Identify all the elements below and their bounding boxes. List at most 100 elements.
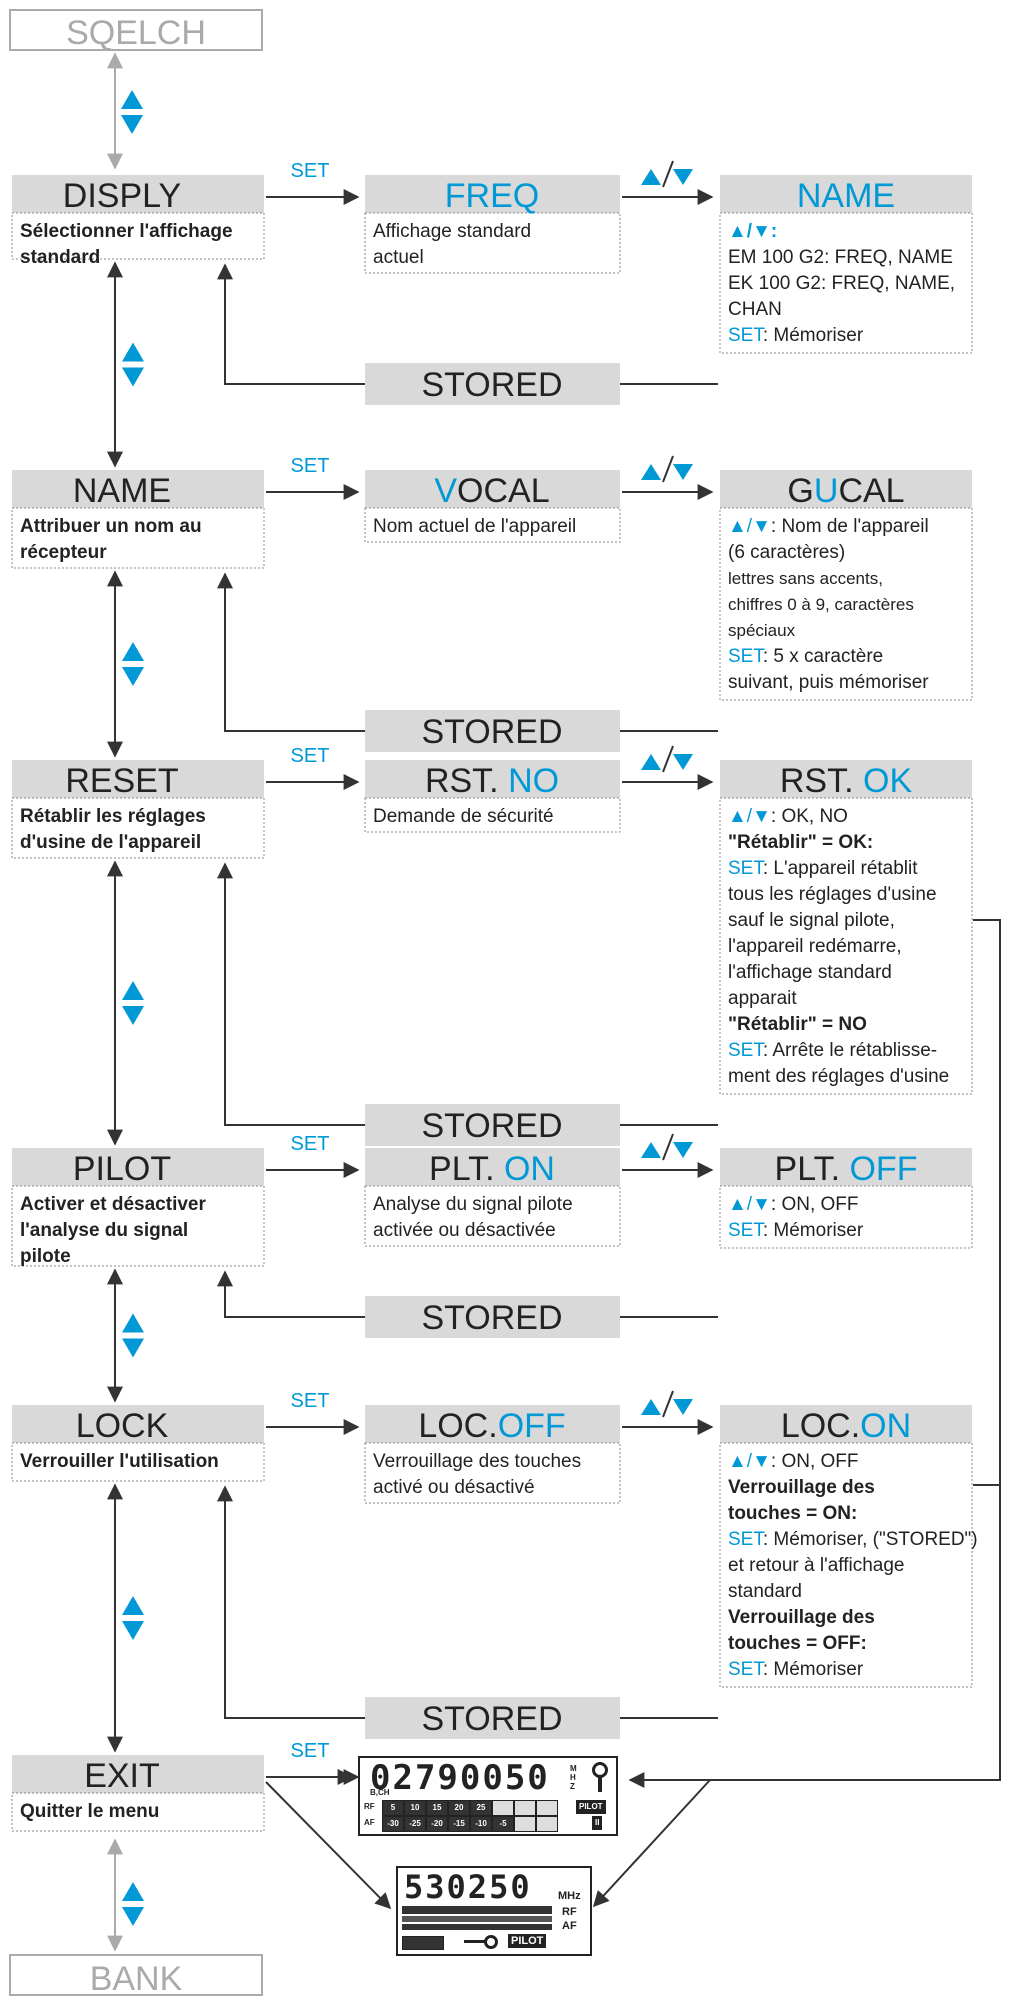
mid-title-pilot-part: ON (504, 1150, 555, 1188)
right-desc-lock-part: : Mémoriser (763, 1659, 864, 1680)
right-desc-lock: touches = OFF: (728, 1633, 867, 1654)
right-title-lock-part: LOC. (781, 1407, 860, 1445)
right-title-bg-pilot (720, 1148, 972, 1186)
display-af-label: AF (364, 1818, 375, 1827)
menu-title-bg-exit (12, 1755, 264, 1793)
mid-title-name: VOCAL (434, 472, 549, 510)
right-desc-reset: "Rétablir" = OK: (728, 832, 873, 853)
set-label-exit: SET (291, 1740, 330, 1762)
updown-reset-up-icon (641, 754, 661, 770)
right-desc-reset-part: : L'appareil rétablit (763, 858, 918, 879)
mid-desc-box-name (364, 507, 621, 543)
stored-label-lock: STORED (421, 1700, 562, 1738)
stored-return-reset (217, 862, 365, 1126)
mid-desc-display: actuel (373, 247, 424, 268)
right-desc-name-part: : Nom de l'appareil (771, 516, 929, 537)
right-desc-lock: Verrouillage des (728, 1607, 875, 1628)
nav-0-down-icon (122, 367, 144, 387)
right-desc-name-part: : 5 x caractère (763, 646, 883, 667)
right-desc-name: (6 caractères) (728, 542, 845, 563)
menu-title-display: DISPLY (63, 177, 181, 215)
menu-desc-box-pilot (11, 1185, 265, 1267)
updown-reset-down-icon (673, 754, 693, 770)
display-rf-label: RF (364, 1802, 375, 1811)
menu-title-bg-name (12, 470, 264, 508)
menu-desc-display: Sélectionner l'affichage (20, 221, 233, 242)
right-desc-reset: tous les réglages d'usine (728, 884, 937, 905)
right-desc-lock: SET: Mémoriser, ("STORED") (728, 1529, 978, 1550)
nav-bottom-up-icon (122, 1882, 144, 1901)
stored-bg-name (365, 710, 620, 752)
menu-desc-box-reset (11, 797, 265, 859)
meter-segment: 25 (470, 1800, 492, 1816)
menu-desc-display: standard (20, 247, 100, 268)
mid-title-reset: RST. NO (425, 762, 559, 800)
right-desc-box-lock (719, 1442, 973, 1688)
meter-segment: -25 (404, 1816, 426, 1832)
right-desc-lock: touches = ON: (728, 1503, 857, 1524)
menu-desc-reset: d'usine de l'appareil (20, 832, 201, 853)
right-desc-display: CHAN (728, 299, 782, 320)
display2-unit: MHz (558, 1890, 581, 1902)
right-title-name-part: CAL (838, 472, 904, 510)
right-desc-lock-part: ▲/▼ (728, 1451, 771, 1472)
stored-return-name (217, 572, 365, 732)
mid-title-display-part: FREQ (445, 177, 539, 215)
right-desc-box-pilot (719, 1185, 973, 1249)
right-desc-box-name (719, 507, 973, 701)
menu-title-bg-reset (12, 760, 264, 798)
mid-desc-box-reset (364, 797, 621, 833)
right-desc-name: ▲/▼: Nom de l'appareil (728, 516, 929, 537)
stored-return-display (217, 263, 365, 385)
updown-reset-slash (662, 745, 674, 773)
right-title-reset-part: OK (863, 762, 912, 800)
menu-title-reset: RESET (65, 762, 178, 800)
nav-4-down-icon (122, 1621, 144, 1640)
key-icon (464, 1940, 486, 1943)
squelch-label: SQELCH (66, 14, 206, 52)
bank-box (9, 1954, 263, 1996)
right-title-name-part: G (787, 472, 813, 510)
updown-lock-up-icon (641, 1399, 661, 1415)
meter-segment: 10 (404, 1800, 426, 1816)
right-desc-name-part: spéciaux (728, 621, 796, 640)
meter-segment (492, 1800, 514, 1816)
stored-return-lock (217, 1485, 365, 1719)
af-bar (402, 1924, 552, 1930)
meter-segment: -30 (382, 1816, 404, 1832)
mid-desc-lock: Verrouillage des touches (373, 1451, 581, 1472)
key-ring-icon (484, 1935, 498, 1949)
right-desc-reset-part: : Arrête le rétablisse- (763, 1040, 937, 1061)
set-label-display: SET (291, 160, 330, 182)
right-desc-lock-part: SET (728, 1529, 765, 1550)
mid-desc-box-display (364, 212, 621, 274)
updown-display-slash (662, 160, 674, 188)
right-desc-display-part: ▲/▼: (728, 221, 777, 242)
nav-1-down-icon (122, 667, 144, 686)
nav-3-up-icon (122, 1313, 144, 1333)
right-title-pilot: PLT. OFF (775, 1150, 918, 1188)
nav-top-up-icon (121, 90, 143, 109)
connector-lines (107, 52, 1001, 1952)
menu-desc-name: récepteur (20, 542, 107, 563)
mid-title-pilot-part: PLT. (429, 1150, 504, 1188)
right-desc-lock-part: standard (728, 1581, 802, 1602)
meter-segment (514, 1800, 536, 1816)
display2-frequency: 530250 (404, 1868, 532, 1906)
menu-title-pilot: PILOT (73, 1150, 171, 1188)
updown-display-down-icon (673, 169, 693, 185)
right-title-bg-display (720, 175, 972, 213)
rf-bar-rest (402, 1916, 552, 1922)
mid-title-lock-part: OFF (498, 1407, 566, 1445)
updown-name-slash (662, 455, 674, 483)
right-desc-lock-part: et retour à l'affichage (728, 1555, 905, 1576)
meter-segment: 20 (448, 1800, 470, 1816)
mid-desc-pilot: activée ou désactivée (373, 1220, 556, 1241)
right-desc-name-part: chiffres 0 à 9, caractères (728, 595, 914, 614)
set-label-reset: SET (291, 745, 330, 767)
menu-desc-pilot: l'analyse du signal (20, 1220, 188, 1241)
nav-3-down-icon (122, 1338, 144, 1358)
stored-bg-pilot (365, 1296, 620, 1338)
right-desc-display-part: CHAN (728, 299, 782, 320)
return-arrow-display2 (592, 1779, 711, 1908)
